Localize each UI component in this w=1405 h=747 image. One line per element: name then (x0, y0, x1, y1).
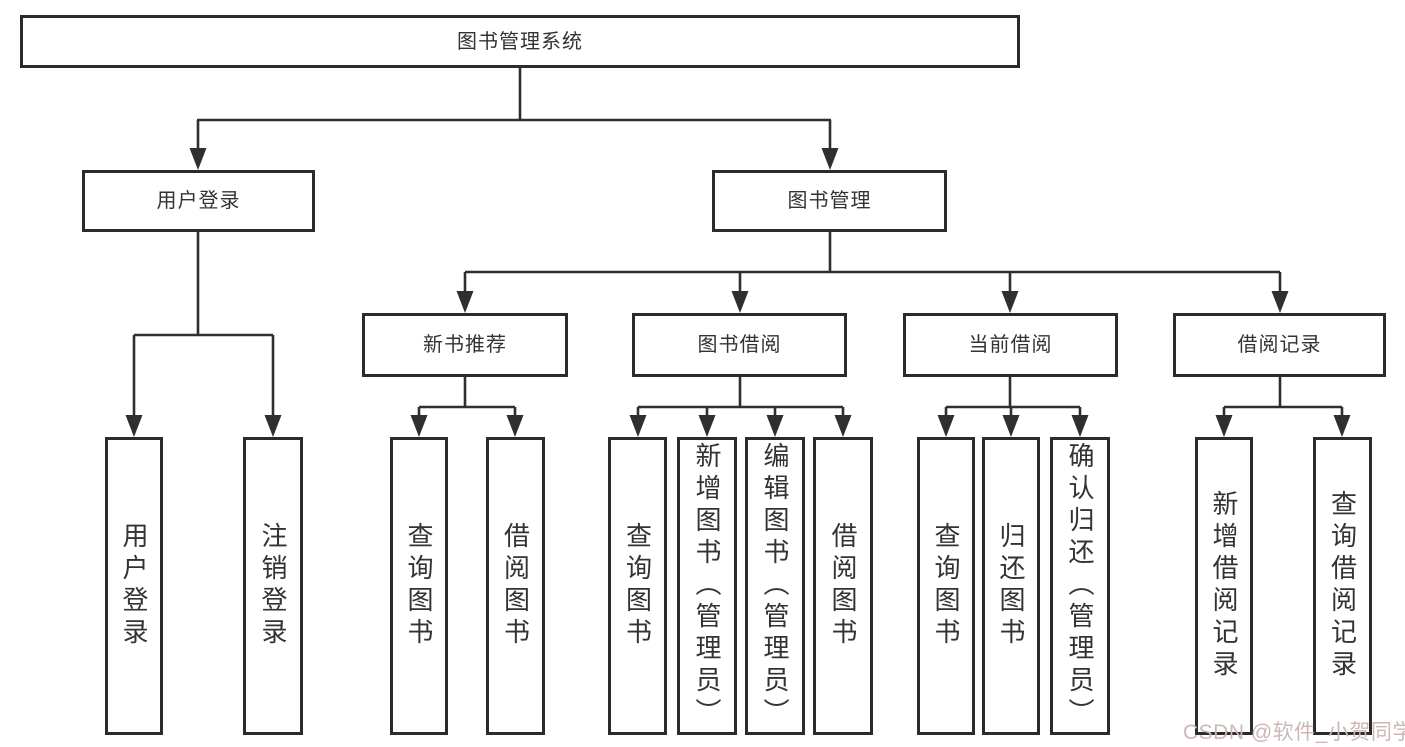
node-book-borrowing-label: 图书借阅 (697, 334, 782, 356)
leaf-return-books-label: 归还图书 (996, 522, 1026, 650)
leaf-query-borrow-record: 查询借阅记录 (1313, 437, 1372, 735)
leaf-edit-books-admin: 编辑图书（管理员） (745, 437, 805, 735)
leaf-query-books-1-label: 查询图书 (404, 522, 434, 650)
node-new-book-recommend: 新书推荐 (362, 313, 568, 377)
node-new-book-recommend-label: 新书推荐 (423, 334, 507, 356)
leaf-add-borrow-record: 新增借阅记录 (1195, 437, 1253, 735)
leaf-borrow-books-1: 借阅图书 (486, 437, 545, 735)
node-user-login: 用户登录 (82, 170, 315, 232)
leaf-confirm-return-admin: 确认归还（管理员） (1050, 437, 1110, 735)
leaf-logout-label: 注销登录 (258, 522, 288, 650)
leaf-borrow-books-1-label: 借阅图书 (500, 522, 531, 650)
leaf-query-books-2: 查询图书 (608, 437, 667, 735)
leaf-return-books: 归还图书 (982, 437, 1040, 735)
leaf-add-books-admin: 新增图书（管理员） (677, 437, 737, 735)
leaf-confirm-return-admin-label: 确认归还（管理员） (1065, 442, 1095, 730)
leaf-query-books-2-label: 查询图书 (622, 522, 653, 650)
watermark: CSDN @软件_小贺同学 (1183, 721, 1405, 744)
leaf-borrow-books-2-label: 借阅图书 (828, 522, 858, 650)
node-book-management-label: 图书管理 (787, 190, 872, 212)
node-borrowing-records-label: 借阅记录 (1237, 334, 1322, 356)
leaf-user-login-label: 用户登录 (119, 522, 149, 650)
leaf-user-login: 用户登录 (105, 437, 163, 735)
leaf-query-borrow-record-label: 查询借阅记录 (1327, 490, 1358, 682)
leaf-query-books-3-label: 查询图书 (931, 522, 961, 650)
leaf-add-books-admin-label: 新增图书（管理员） (692, 442, 722, 730)
node-root: 图书管理系统 (20, 15, 1020, 68)
leaf-edit-books-admin-label: 编辑图书（管理员） (760, 442, 790, 730)
node-user-login-label: 用户登录 (156, 190, 241, 212)
node-borrowing-records: 借阅记录 (1173, 313, 1386, 377)
leaf-logout: 注销登录 (243, 437, 303, 735)
leaf-query-books-3: 查询图书 (917, 437, 975, 735)
leaf-add-borrow-record-label: 新增借阅记录 (1209, 490, 1239, 682)
node-root-label: 图书管理系统 (457, 30, 583, 53)
node-book-borrowing: 图书借阅 (632, 313, 847, 377)
leaf-borrow-books-2: 借阅图书 (813, 437, 873, 735)
leaf-query-books-1: 查询图书 (390, 437, 448, 735)
node-current-borrowing-label: 当前借阅 (968, 334, 1053, 356)
node-book-management: 图书管理 (712, 170, 947, 232)
node-current-borrowing: 当前借阅 (903, 313, 1118, 377)
